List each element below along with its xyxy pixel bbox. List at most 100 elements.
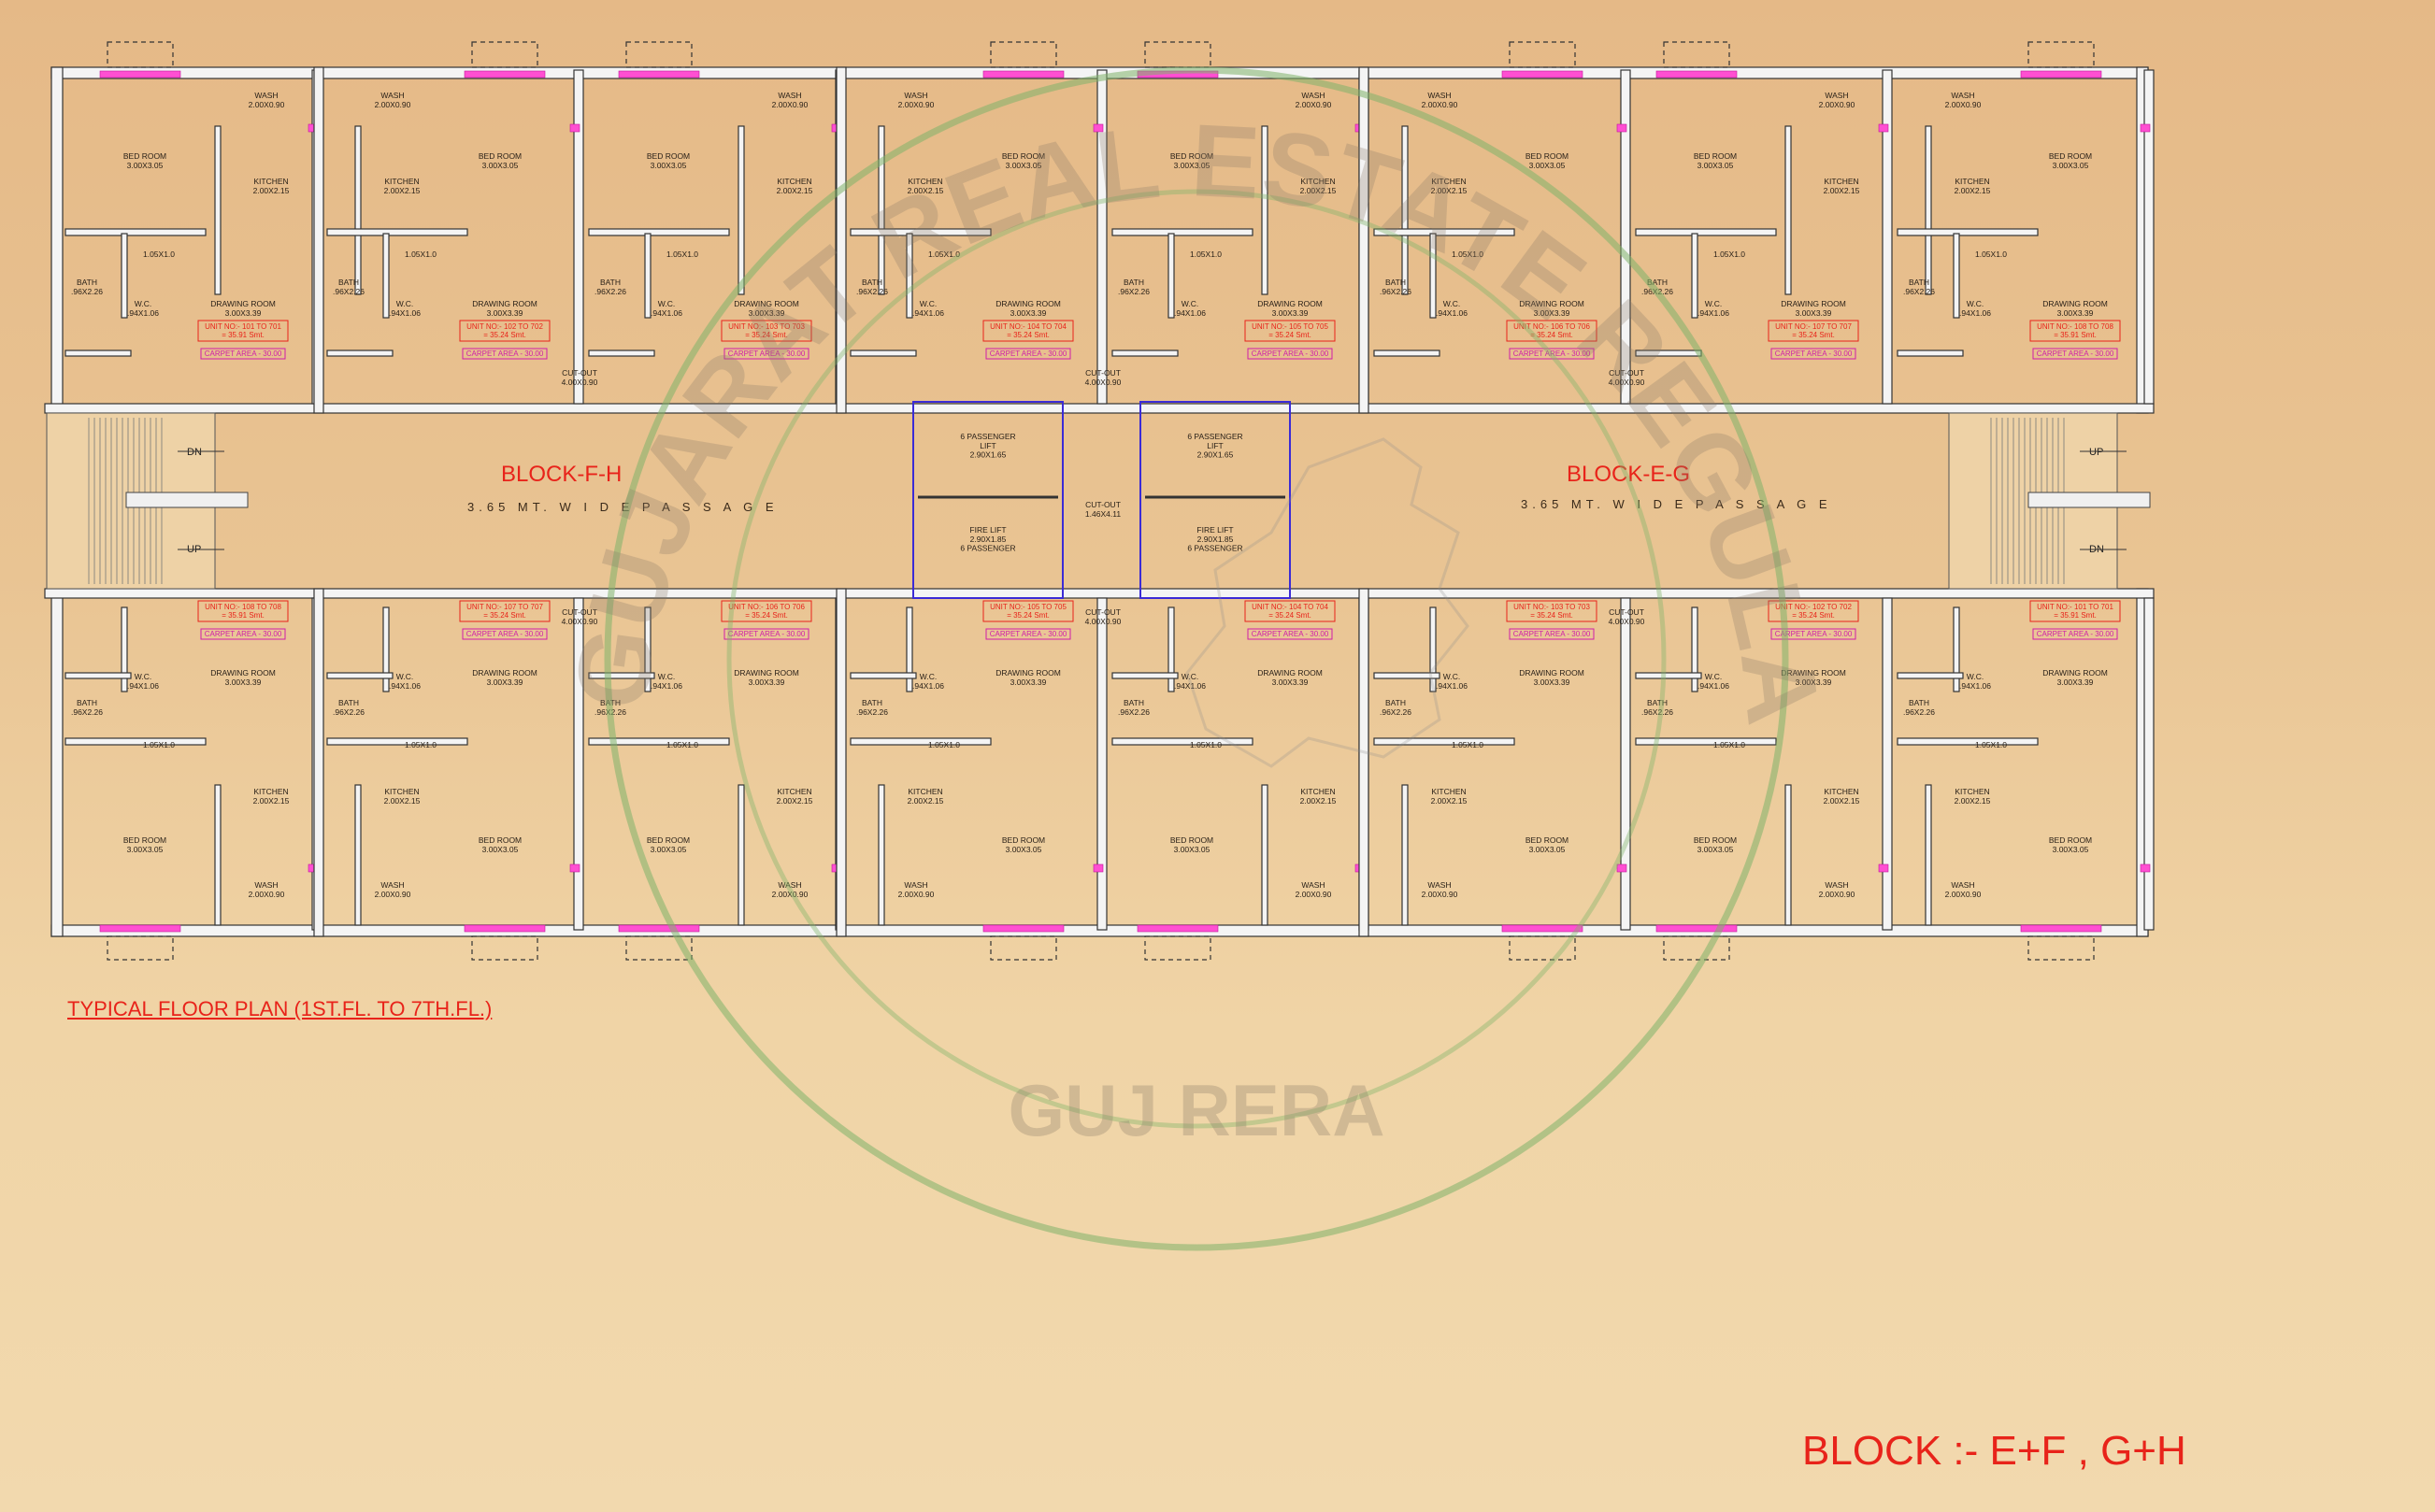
kitchen-wall [738,784,745,926]
bed-wall [588,228,730,236]
carpet-area-label: CARPET AREA - 30.00 [466,349,544,358]
bath-label: BATH.96X2.26 [1118,698,1150,717]
carpet-area-box [200,628,286,640]
balcony-bottom [471,935,538,961]
carpet-area-box [2032,628,2118,640]
passage-size-label: 1.05X1.0 [1713,740,1745,749]
passage-size-label: 1.05X1.0 [666,740,698,749]
bed-wall [1897,737,2039,746]
block-title-f-h: BLOCK-F-H [501,462,623,487]
window [2020,924,2102,933]
carpet-area-label: CARPET AREA - 30.00 [1775,630,1853,638]
passage-edge-bottom [44,588,2155,599]
window [569,123,580,133]
stair-label: UP [2089,447,2103,458]
bed-wall [1111,737,1253,746]
window [1093,123,1104,133]
bed-wall [588,737,730,746]
bath-sill [588,349,655,357]
bath-label: BATH.96X2.26 [71,278,103,296]
block-separator [1358,588,1369,937]
block-separator [1358,66,1369,414]
carpet-area-box [2032,348,2118,360]
stair-label: DN [187,447,202,458]
unit-party-wall [1620,597,1631,931]
unit-number-label: UNIT NO:- 101 TO 701= 35.91 Smt. [205,322,281,339]
window [464,70,546,78]
unit-number-box [459,320,551,342]
unit-number-label: UNIT NO:- 106 TO 706= 35.24 Smt. [1513,322,1590,339]
window [1655,70,1738,78]
block-separator [836,588,847,937]
unit-party-wall [1882,597,1893,931]
window [569,863,580,873]
window [2020,70,2102,78]
window [1501,924,1583,933]
passage-size-label: 1.05X1.0 [405,740,437,749]
carpet-area-label: CARPET AREA - 30.00 [728,630,806,638]
bath-wall [644,233,652,319]
bath-label: BATH.96X2.26 [333,698,365,717]
bed-wall [850,737,992,746]
sheet-title: BLOCK :- E+F , G+H [1802,1428,2186,1474]
bed-wall [64,737,207,746]
bed-wall [1635,737,1777,746]
block-separator [313,588,324,937]
wc-label: W.C..94X1.06 [127,672,159,691]
bath-label: BATH.96X2.26 [1903,278,1935,296]
passage-size-label: 1.05X1.0 [1190,740,1222,749]
wc-label: W.C..94X1.06 [1697,672,1729,691]
balcony-top [990,41,1057,68]
bath-sill [588,672,655,679]
balcony-top [471,41,538,68]
bath-label: BATH.96X2.26 [594,278,626,296]
carpet-area-label: CARPET AREA - 30.00 [2037,349,2114,358]
wc-label: W.C..94X1.06 [1436,672,1468,691]
bath-sill [64,672,132,679]
unit-number-box [2029,320,2121,342]
window [1878,123,1889,133]
kitchen-wall [1261,784,1268,926]
bed-wall [64,228,207,236]
block-separator [313,66,324,414]
balcony-bottom [1663,935,1730,961]
bed-wall [326,737,468,746]
unit-party-wall [573,69,584,405]
block-title-e-g: BLOCK-E-G [1567,462,1691,487]
passage-size-label: 1.05X1.0 [666,250,698,259]
passage-size-label: 1.05X1.0 [1452,250,1483,259]
carpet-area-label: CARPET AREA - 30.00 [205,630,282,638]
bath-sill [1635,672,1702,679]
unit-number-label: UNIT NO:- 106 TO 706= 35.24 Smt. [728,603,805,620]
carpet-area-box [462,348,548,360]
passage-size-label: 1.05X1.0 [1713,250,1745,259]
unit-number-label: UNIT NO:- 105 TO 705= 35.24 Smt. [990,603,1067,620]
window [618,70,700,78]
bath-sill [850,672,917,679]
wc-label: W.C..94X1.06 [1959,672,1991,691]
wc-label: W.C..94X1.06 [389,672,421,691]
